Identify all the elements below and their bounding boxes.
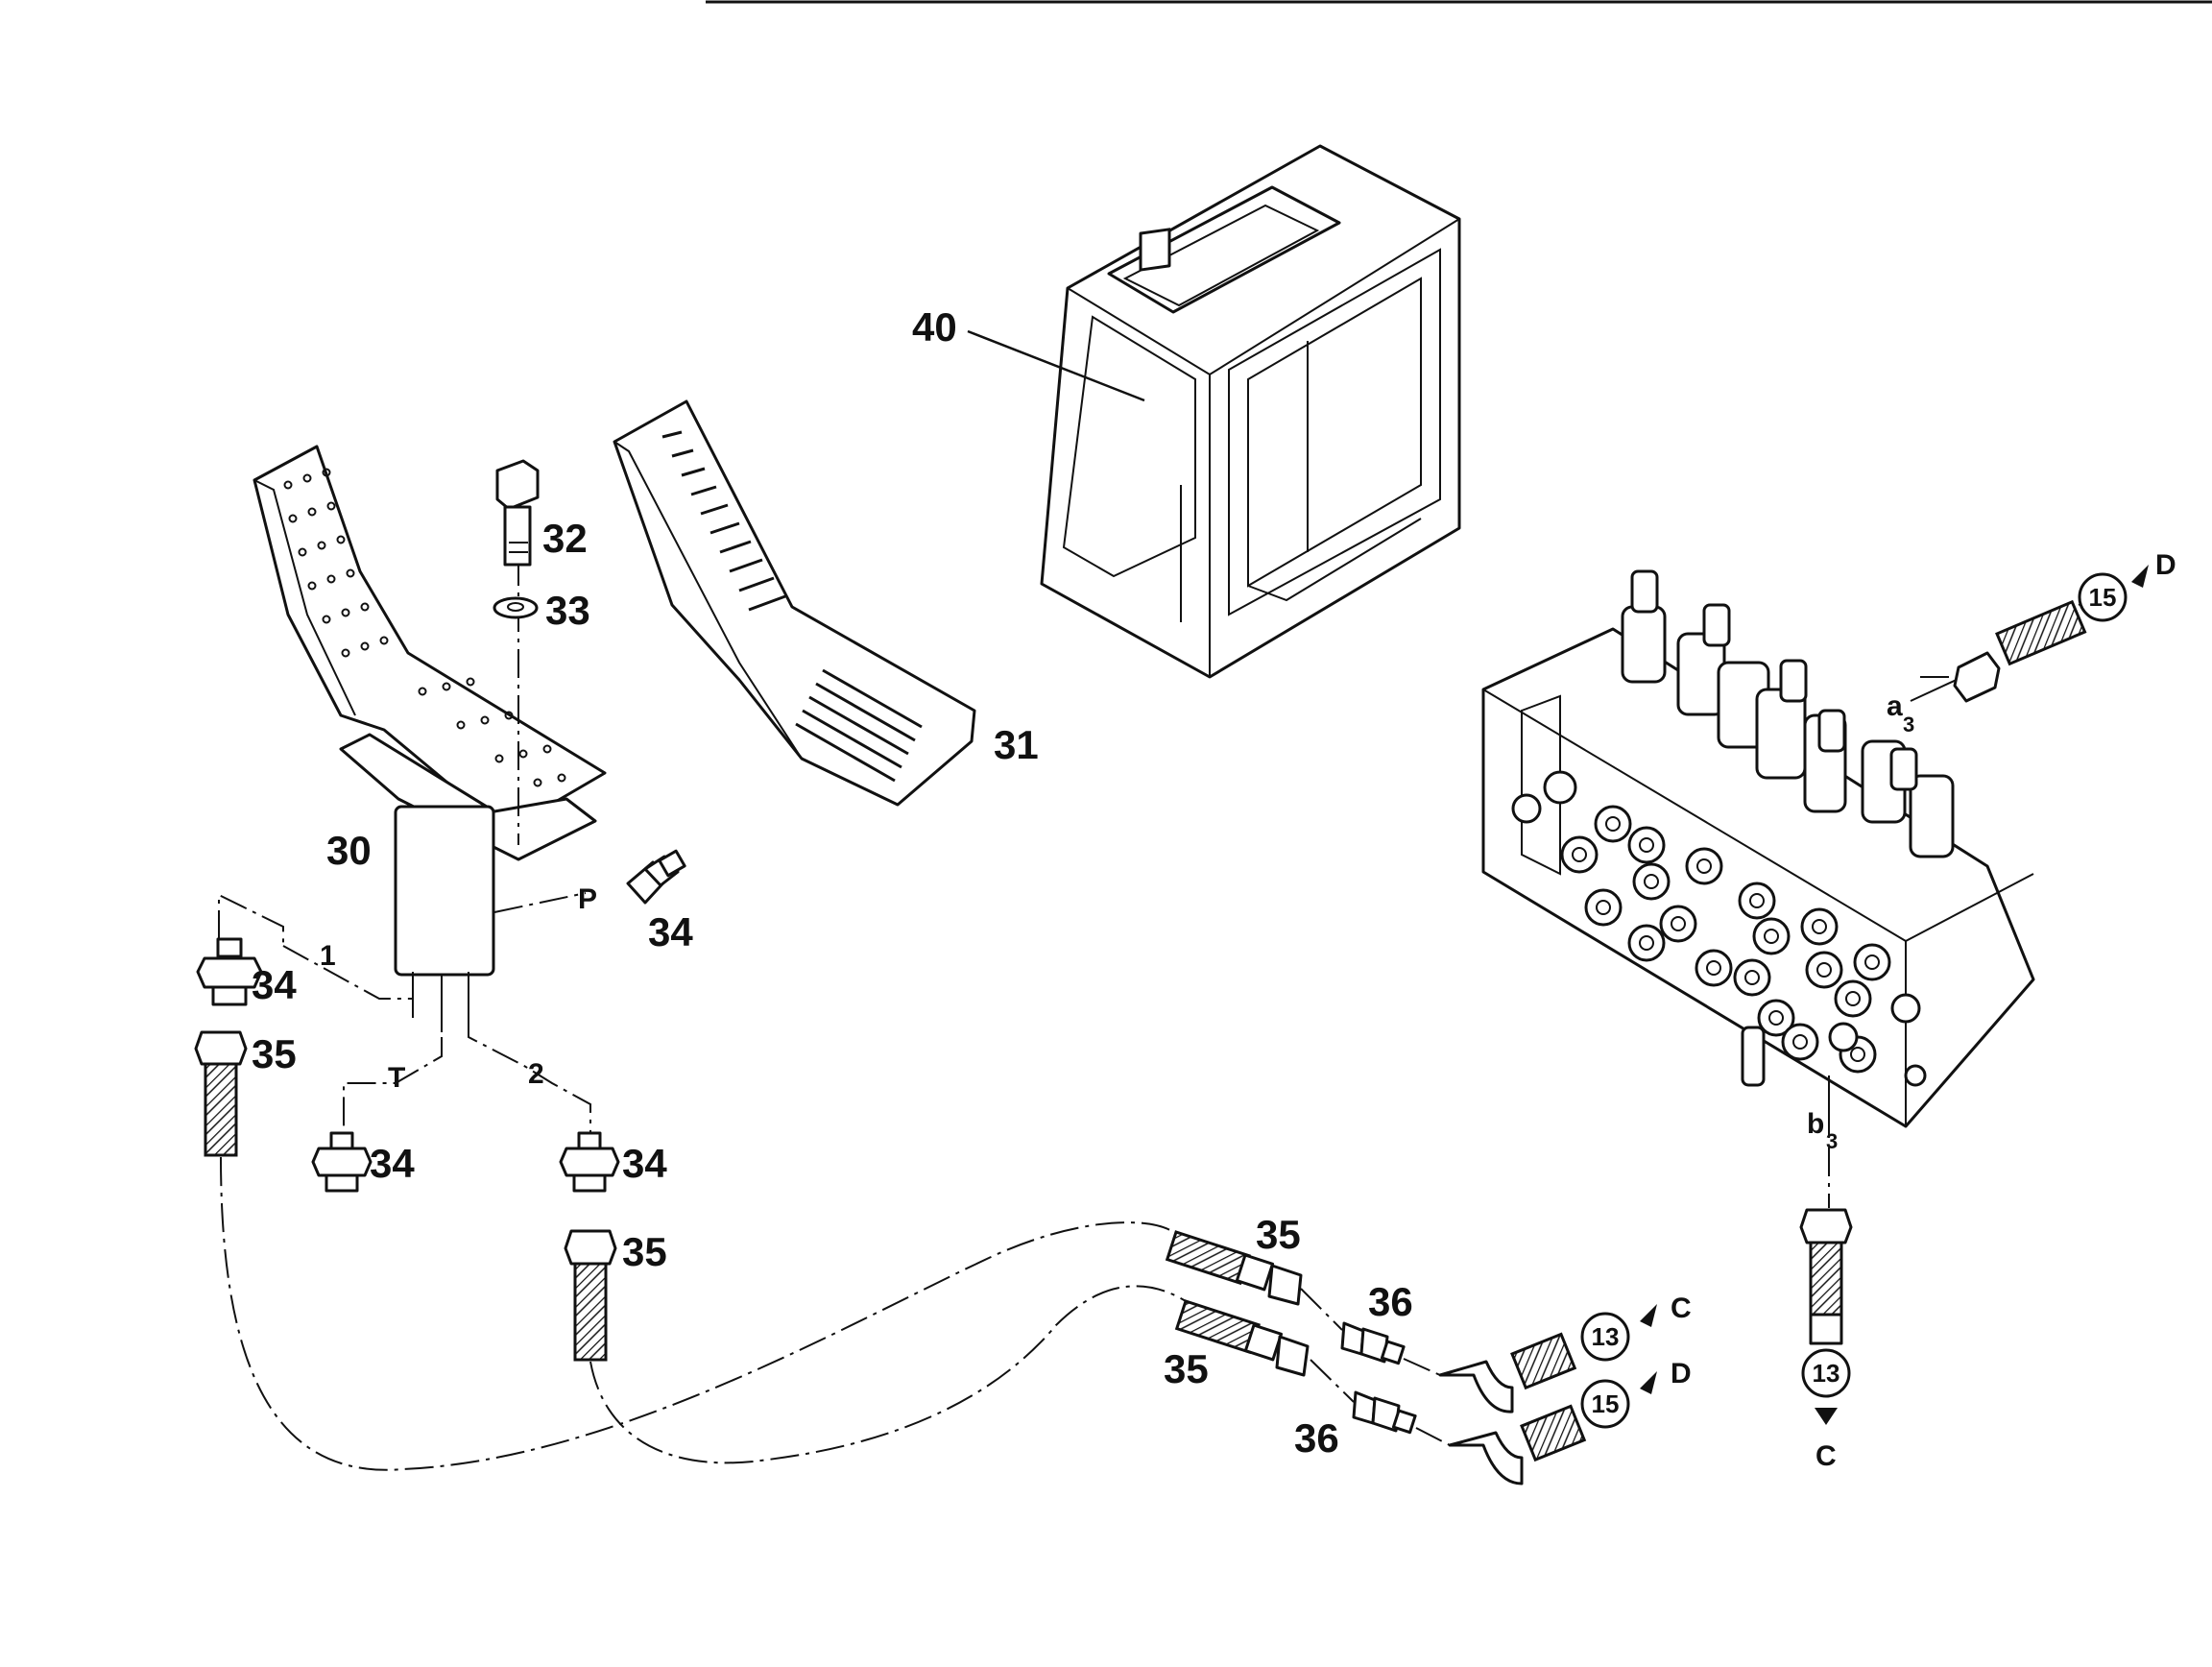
label-31: 31 [994,722,1039,767]
label-40: 40 [912,304,957,350]
arrow-c-bottom [1815,1408,1838,1425]
label-35-upper-right: 35 [1256,1212,1301,1257]
ref-circle-13-bottom: 13 [1801,1348,1851,1398]
svg-text:15: 15 [2089,583,2117,612]
ref-letter-c: C [1671,1293,1692,1324]
ref-letter-d-lower: D [1671,1358,1692,1389]
hex-fittings [1511,770,1927,1087]
svg-text:13: 13 [1592,1322,1620,1351]
svg-text:13: 13 [1813,1359,1840,1388]
elbow-hose-c [1438,1332,1577,1413]
adapter-fitting-34-left [196,937,263,1006]
label-34-t: 34 [370,1141,415,1186]
ref-letter-d-top: D [2155,549,2176,581]
port-label-p: P [578,883,597,915]
adapter-fitting-36-upper [1340,1321,1406,1365]
label-30: 30 [326,828,372,873]
arrow-d-lower [1640,1371,1657,1394]
label-36-upper: 36 [1368,1279,1413,1324]
hose-35-left [194,1030,248,1157]
operator-cab [1040,144,1461,679]
label-33: 33 [545,588,590,633]
port-label-a: a [1887,690,1903,722]
adapter-fitting-36-lower [1352,1390,1417,1435]
control-valve-block [1481,569,2035,1138]
adapter-fitting-34-t [311,1131,373,1193]
port-label-b: b [1807,1108,1824,1140]
label-36-lower: 36 [1294,1415,1339,1461]
port-label-b-sub: 3 [1826,1129,1838,1153]
hose-35-lower-right [1174,1299,1310,1377]
spool-caps [1621,569,1955,858]
port-label-t: T [388,1062,405,1094]
hose-35-upper-right [1165,1230,1303,1306]
washer [493,596,539,619]
hose-a3 [1953,599,2087,703]
label-35-left: 35 [252,1031,297,1076]
decal-plate [1139,228,1171,272]
pedal-pad [613,399,976,807]
label-34-2: 34 [622,1141,667,1186]
adapter-fitting-34-p [626,849,686,905]
leader-40 [967,329,1145,402]
port-label-a-sub: 3 [1903,713,1914,737]
hose-b3 [1799,1208,1853,1345]
port-label-2: 2 [528,1058,544,1090]
label-32: 32 [542,516,588,561]
pedal-holes [283,468,566,787]
ref-circle-13-c: 13 [1580,1312,1630,1362]
ref-circle-15-d: 15 [1580,1379,1630,1429]
adapter-fitting-34-2 [559,1131,620,1193]
ref-letter-c-bottom: C [1815,1440,1837,1472]
svg-text:15: 15 [1592,1389,1620,1418]
elbow-hose-d [1448,1404,1587,1486]
port-label-1: 1 [320,940,336,972]
pedal-valve-assembly [252,445,607,1032]
arrow-d-top [2131,565,2149,588]
arrow-c [1640,1304,1657,1327]
label-35-center: 35 [622,1229,667,1274]
hose-35-center [564,1229,617,1362]
label-34-p: 34 [648,909,693,954]
bolt [495,459,540,567]
ref-circle-15-top: 15 [2078,572,2128,622]
label-35-lower-right: 35 [1164,1346,1209,1391]
label-34-left: 34 [252,962,297,1007]
